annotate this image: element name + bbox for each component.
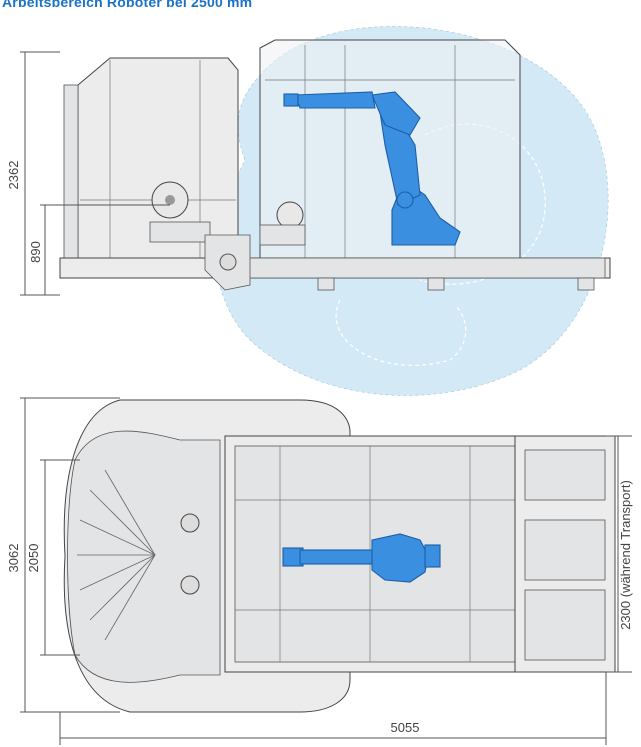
- header-title: Arbeitsbereich Roboter bei 2500 mm: [2, 0, 253, 10]
- dim-length: 5055: [391, 720, 420, 735]
- side-view: 2362 890: [6, 26, 611, 396]
- dim-height-total: 2362: [6, 161, 21, 190]
- dim-width-inner: 2050: [26, 544, 41, 573]
- header: Arbeitsbereich Roboter bei 2500 mm: [0, 0, 641, 18]
- positioner-right: [276, 201, 304, 229]
- top-view: 3062 2050 5055 2300 (während Transport): [6, 397, 633, 745]
- dim-transport: 2300 (während Transport): [618, 480, 633, 630]
- gear-bottom: [180, 575, 200, 595]
- top-view-fan: [77, 469, 156, 641]
- dim-width-total: 3062: [6, 544, 21, 573]
- side-cabin-left-panel: [63, 84, 79, 261]
- dim-height-table: 890: [28, 241, 43, 263]
- robot-top: [282, 533, 441, 583]
- gear-top: [180, 513, 200, 533]
- robot-side: [283, 91, 461, 246]
- work-envelope-lower-arc: [335, 299, 467, 366]
